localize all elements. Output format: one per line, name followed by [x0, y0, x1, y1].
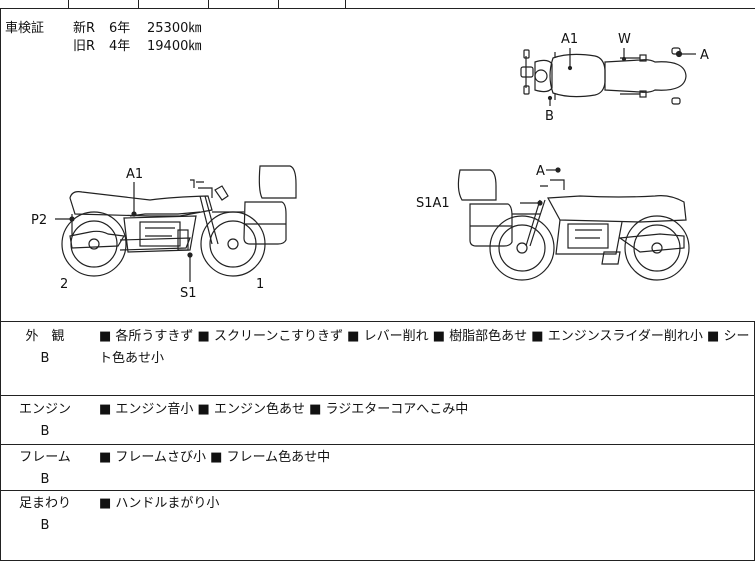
label-right-a: A: [536, 164, 545, 179]
inspection-years: 4年: [109, 39, 131, 54]
condition-category: 足まわり B: [1, 493, 89, 537]
category-grade: B: [40, 472, 50, 487]
category-grade: B: [40, 351, 50, 366]
inspection-years: 6年: [109, 21, 131, 36]
condition-notes: ■ エンジン音小 ■ エンジン色あせ ■ ラジエターコアへこみ中: [99, 402, 469, 417]
condition-notes: ■ フレームさび小 ■ フレーム色あせ中: [99, 450, 331, 465]
label-left-s1: S1: [180, 286, 197, 301]
right-side-motorcycle-drawing: [457, 167, 690, 281]
left-side-motorcycle-drawing: [55, 165, 297, 282]
label-left-a1: A1: [126, 167, 143, 182]
condition-row-frame: フレーム B ■ フレームさび小 ■ フレーム色あせ中: [0, 444, 755, 491]
inspection-distance: 25300㎞: [147, 21, 202, 36]
inspection-label: 車検証: [5, 21, 45, 36]
label-left-one: 1: [256, 277, 264, 292]
strip-divider: [208, 0, 209, 8]
label-right-s1a1: S1A1: [416, 196, 450, 211]
strip-divider: [278, 0, 279, 8]
condition-row-engine: エンジン B ■ エンジン音小 ■ エンジン色あせ ■ ラジエターコアへこみ中: [0, 395, 755, 445]
top-view-motorcycle-drawing: [520, 47, 696, 106]
label-top-w: W: [618, 32, 631, 47]
strip-divider: [68, 0, 69, 8]
label-top-b: B: [545, 109, 554, 124]
condition-row-suspension: 足まわり B ■ ハンドルまがり小: [0, 490, 755, 561]
condition-category: フレーム B: [1, 447, 89, 491]
category-name: フレーム: [19, 450, 71, 465]
label-top-a1: A1: [561, 32, 578, 47]
condition-row-exterior: 外 観 B ■ 各所うすきず ■ スクリーンこすりきず ■ レバー削れ ■ 樹脂…: [0, 321, 755, 396]
condition-category: エンジン B: [1, 399, 89, 443]
inspection-class: 新R: [73, 21, 96, 36]
label-left-p2: P2: [31, 213, 47, 228]
top-header-strip: [0, 0, 755, 9]
category-grade: B: [40, 424, 50, 439]
strip-divider: [138, 0, 139, 8]
inspection-row: 新R 6年 25300㎞: [73, 20, 273, 38]
label-left-two: 2: [60, 277, 68, 292]
inspection-distance: 19400㎞: [147, 39, 202, 54]
damage-diagram-panel: [0, 8, 755, 321]
inspection-row: 旧R 4年 19400㎞: [73, 38, 273, 56]
condition-category: 外 観 B: [1, 326, 89, 370]
condition-notes: ■ ハンドルまがり小: [99, 496, 220, 511]
condition-notes: ■ 各所うすきず ■ スクリーンこすりきず ■ レバー削れ ■ 樹脂部色あせ ■…: [99, 329, 750, 366]
category-name: エンジン: [18, 402, 71, 417]
inspection-class: 旧R: [73, 39, 96, 54]
strip-divider: [345, 0, 346, 8]
label-top-a: A: [700, 48, 709, 63]
category-name: 足まわり: [18, 496, 71, 511]
category-grade: B: [40, 518, 50, 533]
category-name: 外 観: [25, 329, 65, 344]
motorcycle-diagrams: A1 W A B A1 P2 2 S1 1 A S1A1: [31, 32, 709, 301]
